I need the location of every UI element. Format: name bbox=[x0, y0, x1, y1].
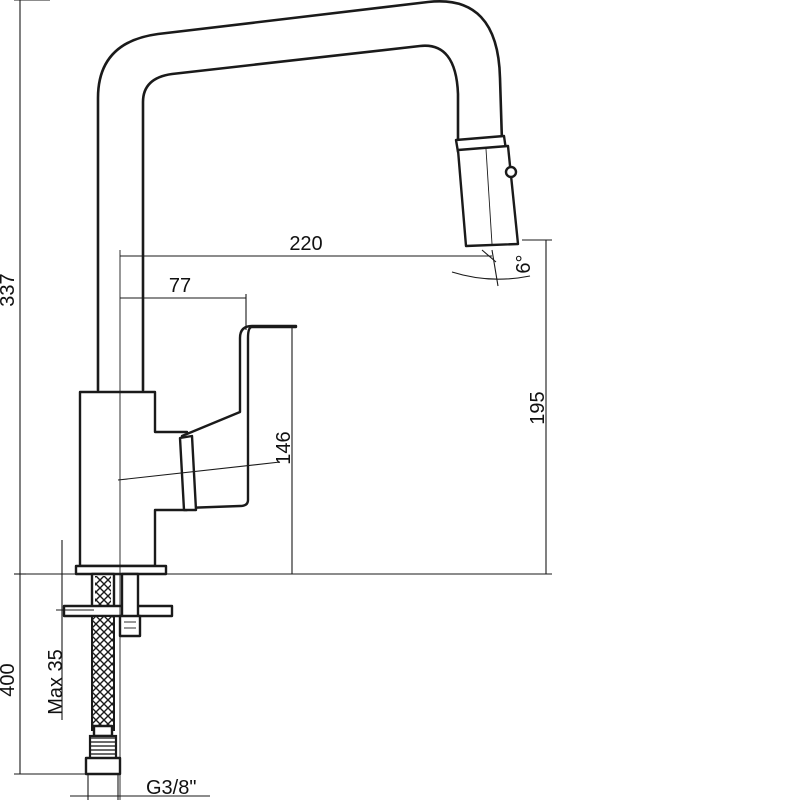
label-connection: G3/8" bbox=[146, 777, 196, 799]
label-handle-offset: 77 bbox=[169, 275, 191, 297]
braided-hose bbox=[84, 615, 122, 776]
dim-max-deck bbox=[56, 540, 94, 720]
spout-outer-outline bbox=[96, 0, 504, 392]
dim-spout-angle bbox=[451, 239, 552, 287]
handle-sleeve bbox=[178, 434, 198, 512]
spray-head bbox=[454, 134, 520, 248]
label-handle-height: 146 bbox=[273, 431, 295, 464]
mounting-hardware bbox=[62, 572, 174, 638]
faucet-body bbox=[78, 390, 189, 568]
label-max-deck: Max 35 bbox=[45, 649, 67, 715]
base-plate bbox=[74, 564, 168, 576]
label-outlet-height: 195 bbox=[527, 391, 549, 424]
lever-handle bbox=[180, 324, 298, 510]
label-spout-angle: 6° bbox=[513, 254, 535, 273]
dim-total-height bbox=[14, 0, 50, 575]
dim-handle-height bbox=[117, 325, 296, 574]
dim-handle-offset bbox=[120, 294, 247, 330]
label-hose-length: 400 bbox=[0, 663, 19, 696]
label-total-height: 337 bbox=[0, 273, 19, 306]
label-reach: 220 bbox=[289, 233, 322, 255]
dim-hose-length bbox=[14, 574, 90, 775]
dim-connection bbox=[70, 774, 210, 800]
spout-inner-outline bbox=[141, 44, 460, 392]
